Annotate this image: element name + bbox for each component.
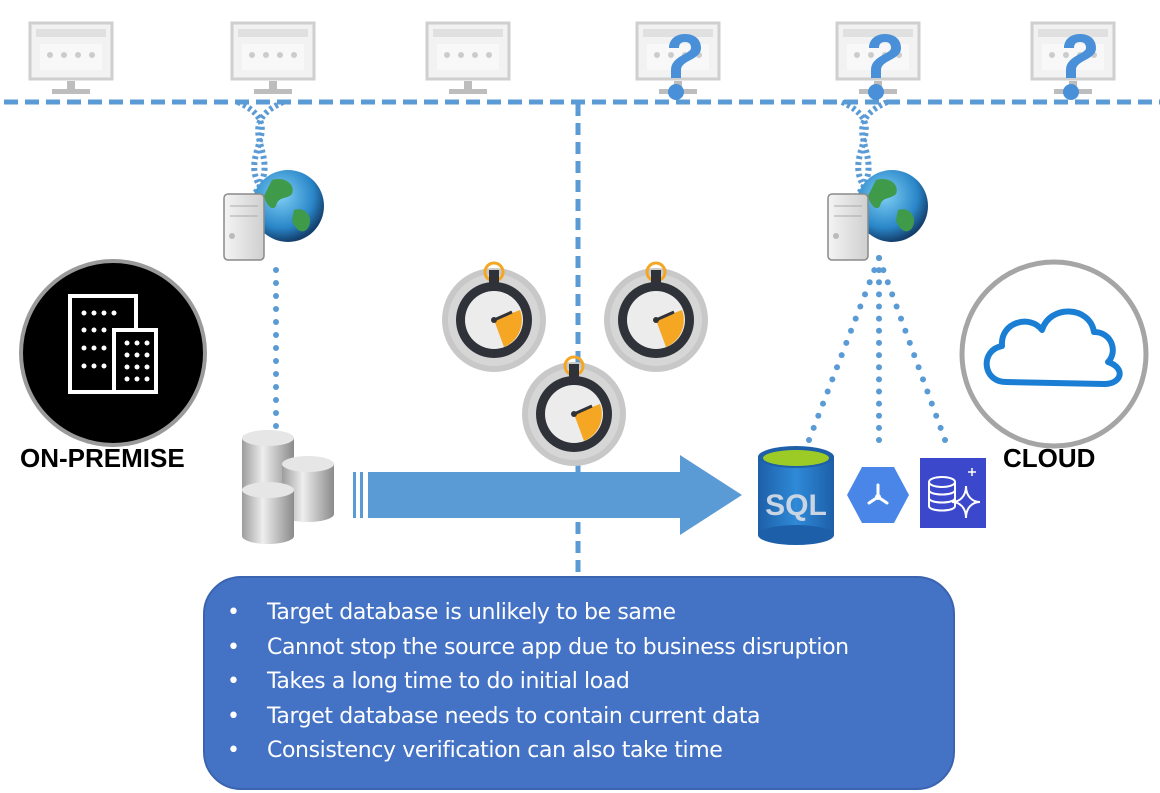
- question-mark-icon: [1063, 34, 1096, 100]
- stopwatch-icon: [442, 261, 546, 372]
- question-mark-icon: [868, 34, 901, 100]
- migration-arrow: [353, 455, 742, 535]
- app-screen-workflow-icon: [1030, 21, 1116, 100]
- migration-challenges-box: Target database is unlikely to be same C…: [203, 576, 955, 790]
- stopwatch-icon: [522, 355, 626, 466]
- sql-text: SQL: [765, 489, 827, 522]
- on-prem-web-server-icon: [223, 170, 324, 261]
- managed-database-icon: [920, 458, 986, 528]
- cloud-web-server-icon: [827, 170, 928, 261]
- cloud-dotted-links: [806, 255, 948, 443]
- challenge-item: Target database is unlikely to be same: [227, 596, 953, 631]
- connection-helix-icon: [840, 100, 889, 208]
- app-screen-list-icon: [230, 21, 316, 94]
- database-stack-icon: [242, 430, 334, 544]
- office-buildings-icon: [19, 259, 207, 447]
- challenge-item: Target database needs to contain current…: [227, 700, 953, 735]
- challenge-item: Consistency verification can also take t…: [227, 734, 953, 769]
- on-prem-dotted-link: [273, 267, 279, 429]
- on-premise-label: ON-PREMISE: [20, 443, 185, 473]
- cloud-icon: [959, 259, 1149, 449]
- question-mark-icon: [668, 34, 701, 100]
- cloud-migration-tool-icon: [847, 467, 909, 523]
- challenge-item: Cannot stop the source app due to busine…: [227, 631, 953, 666]
- connection-helix-icon: [236, 100, 285, 208]
- cloud-label: CLOUD: [1003, 443, 1096, 473]
- stopwatch-icon: [604, 261, 708, 372]
- app-screen-list-icon: [835, 21, 921, 100]
- app-screen-dashboard-icon: [28, 21, 114, 94]
- app-screen-workflow-icon: [425, 21, 511, 94]
- app-screen-dashboard-icon: [635, 21, 721, 100]
- challenges-list: Target database is unlikely to be same C…: [205, 578, 953, 769]
- challenge-item: Takes a long time to do initial load: [227, 665, 953, 700]
- sql-database-icon: SQL: [758, 446, 834, 545]
